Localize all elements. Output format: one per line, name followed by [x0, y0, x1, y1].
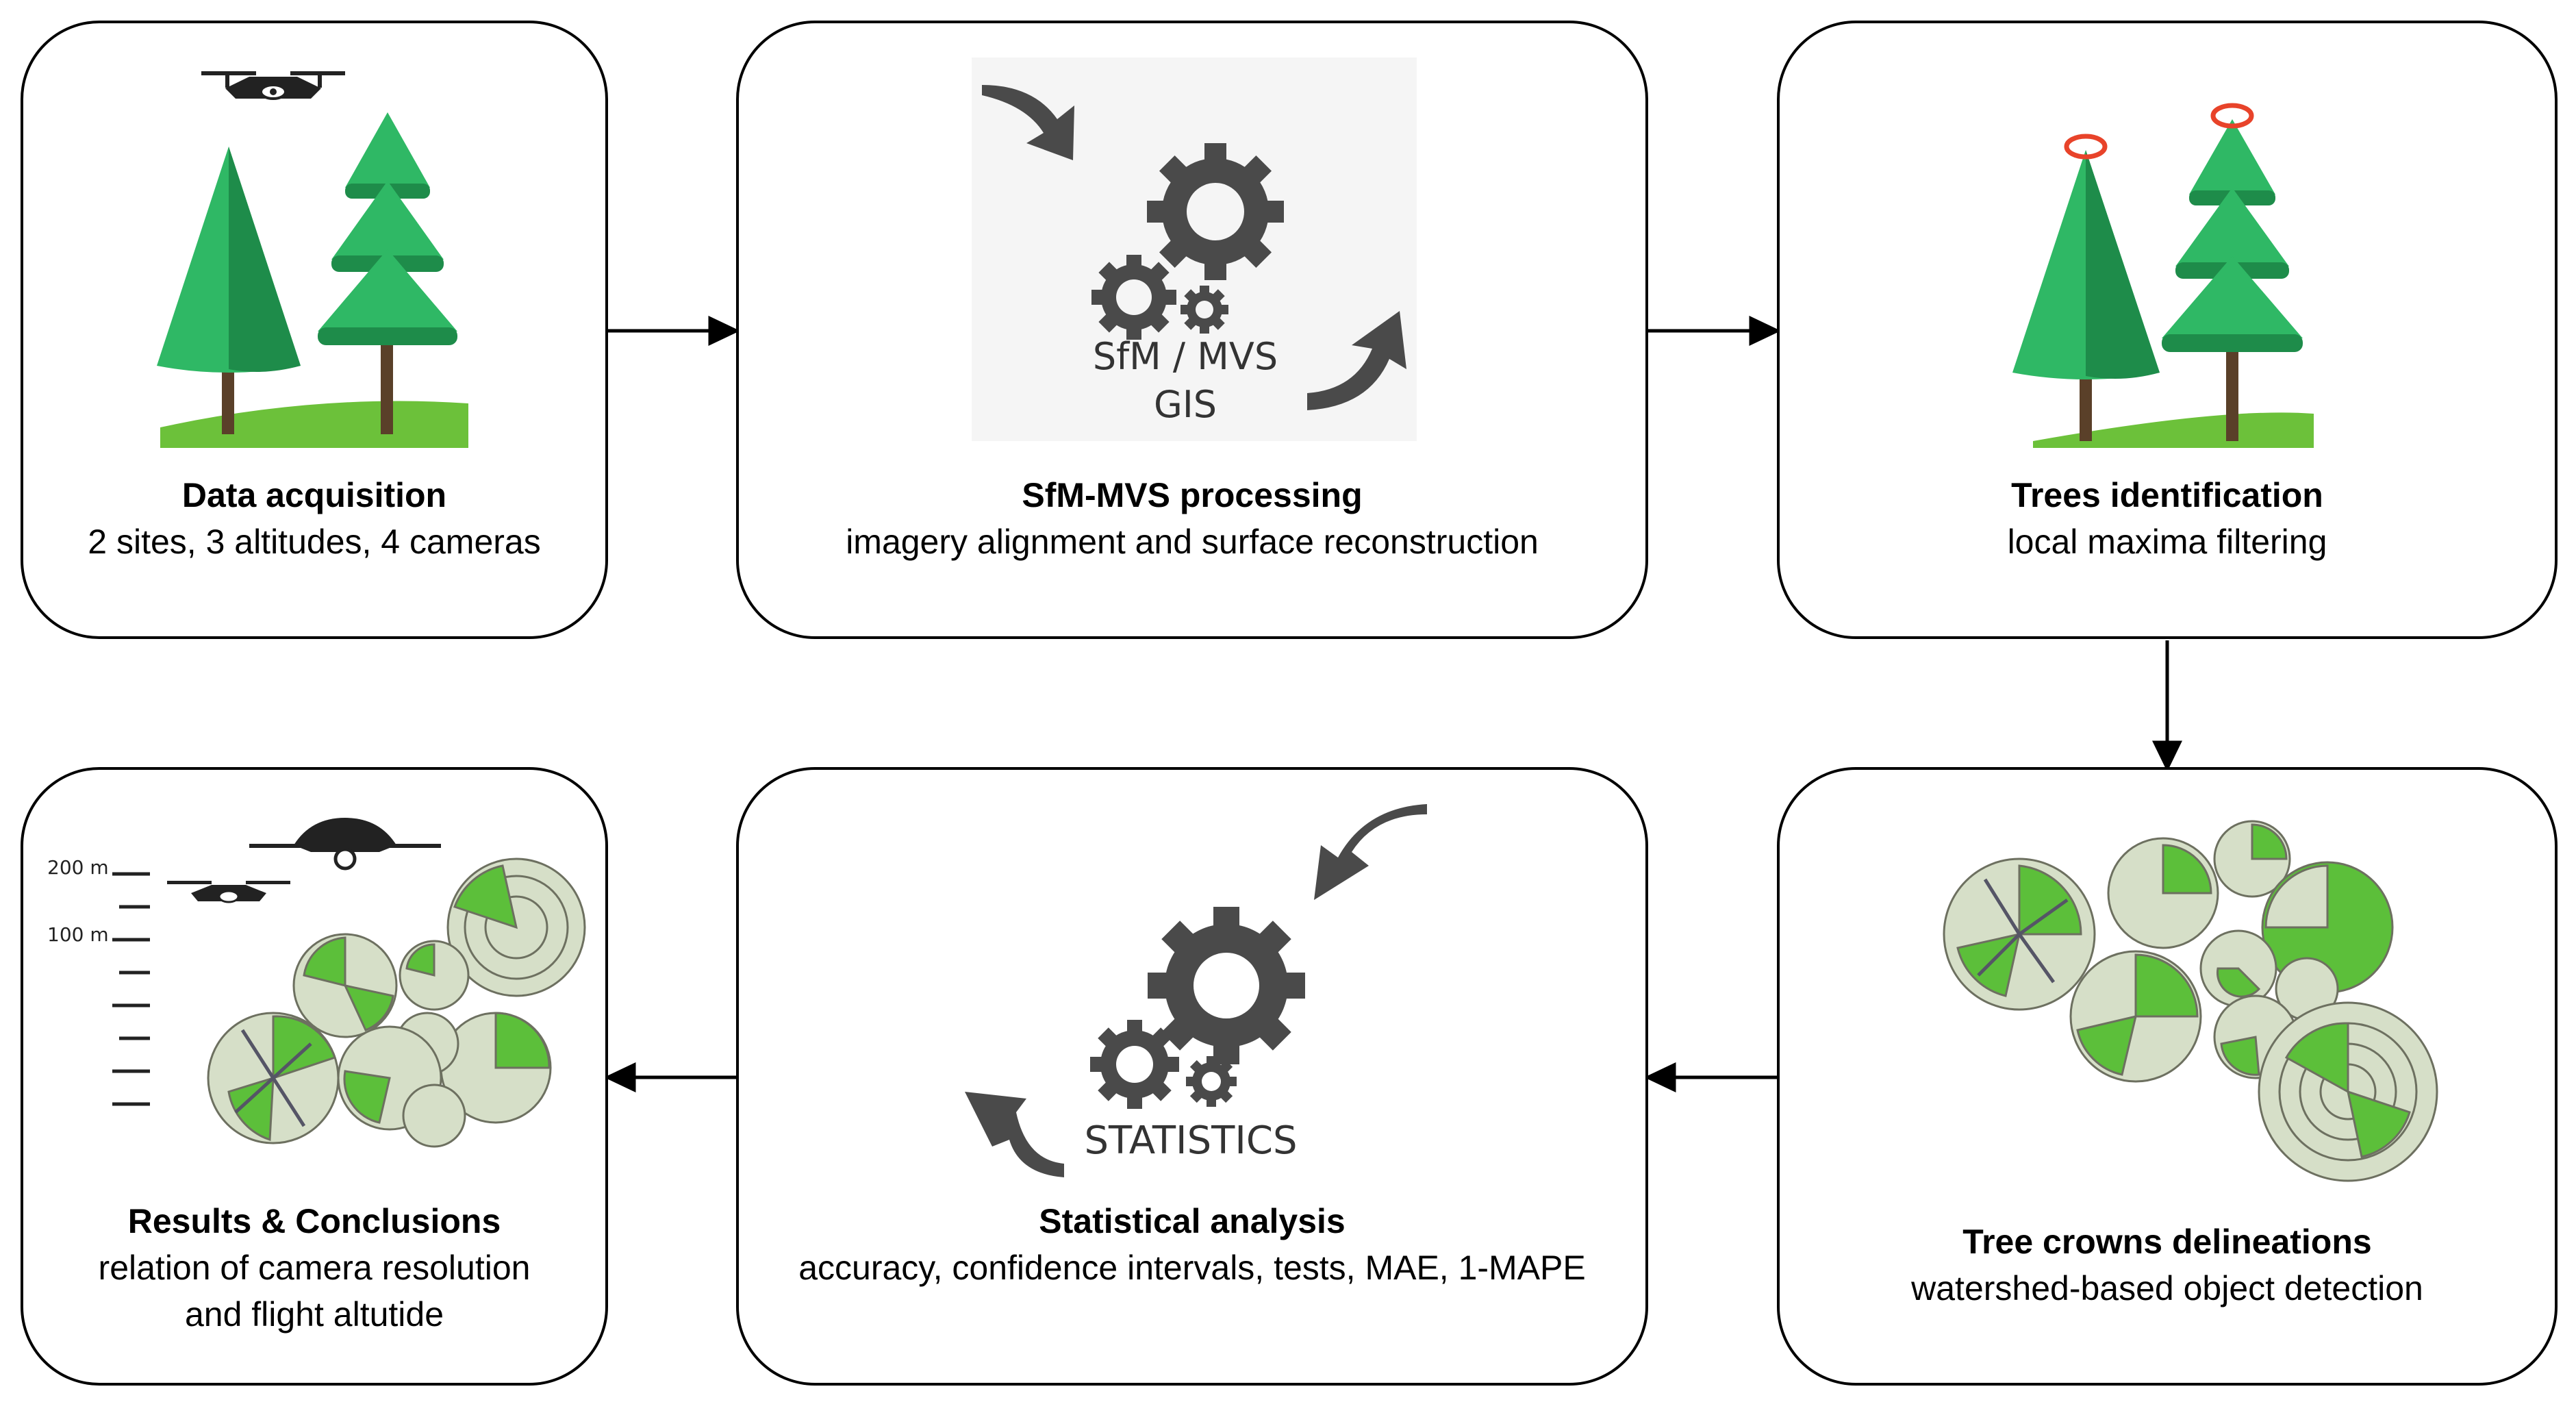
icon-text: SfM / MVS [1093, 335, 1278, 378]
gear-icon [1180, 286, 1228, 334]
step-title: Data acquisition [181, 476, 447, 514]
step-results-conclusions: 200 m 100 m [21, 767, 608, 1386]
tree-crowns-map [207, 858, 586, 1148]
gear-icon [1148, 907, 1305, 1064]
step-subtitle: and flight altutide [184, 1295, 444, 1334]
icon-text: GIS [1154, 383, 1217, 426]
step-subtitle: 2 sites, 3 altitudes, 4 cameras [88, 523, 541, 561]
altitude-scale [112, 872, 150, 1106]
step-title: Results & Conclusions [127, 1202, 501, 1240]
step-title: SfM-MVS processing [1022, 476, 1363, 514]
step-title: Tree crowns delineations [1962, 1223, 2372, 1261]
tree-crowns-illustration [1943, 820, 2438, 1182]
step-subtitle: imagery alignment and surface reconstruc… [846, 523, 1539, 561]
step-title: Statistical analysis [1039, 1202, 1346, 1240]
curved-arrow-icon [965, 1092, 1064, 1177]
altitude-label: 100 m [47, 923, 109, 946]
curved-arrow-icon [1314, 804, 1427, 900]
gear-icon [1147, 143, 1284, 280]
step-subtitle: relation of camera resolution [98, 1249, 531, 1287]
trees-with-maxima-illustration [2012, 103, 2314, 448]
gear-icon [1186, 1056, 1237, 1107]
gears-statistics-illustration: STATISTICS [965, 804, 1427, 1177]
local-maximum-marker-icon [2064, 134, 2108, 160]
drone-icon [249, 818, 441, 871]
local-maximum-marker-icon [2210, 103, 2254, 129]
results-illustration: 200 m 100 m [47, 818, 586, 1148]
gears-processing-illustration: SfM / MVS GIS [972, 58, 1417, 441]
gear-icon [1090, 1020, 1179, 1109]
icon-text: STATISTICS [1084, 1118, 1297, 1163]
step-tree-crowns-delineations: Tree crowns delineations watershed-based… [1777, 767, 2558, 1386]
step-statistical-analysis: STATISTICS Statistical analysis accuracy… [736, 767, 1648, 1386]
drone-icon [167, 881, 290, 903]
curved-arrow-icon [982, 85, 1074, 160]
step-subtitle: local maxima filtering [2007, 523, 2327, 561]
trees-with-drone-illustration [157, 71, 468, 448]
drone-icon [201, 71, 345, 100]
gear-icon [1091, 255, 1176, 340]
tree-illustration [157, 112, 468, 448]
curved-arrow-icon [1307, 311, 1406, 410]
altitude-label: 200 m [47, 856, 109, 879]
step-sfm-mvs-processing: SfM / MVS GIS SfM-MVS processing imagery… [736, 21, 1648, 639]
step-data-acquisition: Data acquisition 2 sites, 3 altitudes, 4… [21, 21, 608, 639]
step-trees-identification: Trees identification local maxima filter… [1777, 21, 2558, 639]
step-subtitle: watershed-based object detection [1911, 1269, 2423, 1307]
step-title: Trees identification [2011, 476, 2323, 514]
step-subtitle: accuracy, confidence intervals, tests, M… [798, 1249, 1586, 1287]
